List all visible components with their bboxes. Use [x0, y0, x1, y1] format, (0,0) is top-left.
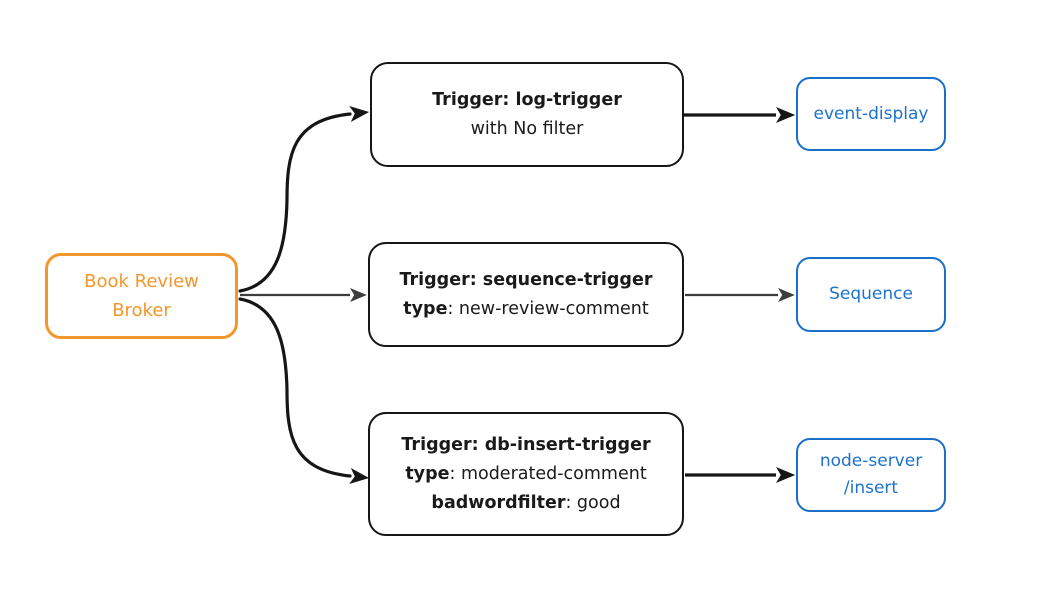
trigger-db-insert-title: Trigger: db-insert-trigger	[401, 434, 651, 455]
node-trigger-log: Trigger: log-trigger with No filter	[370, 62, 684, 167]
sink-sequence-label: Sequence	[829, 284, 913, 304]
broker-label-line1: Book Review	[84, 271, 199, 292]
node-sink-node-server: node-server /insert	[796, 438, 946, 512]
edge-broker-to-log-trigger	[238, 106, 370, 293]
node-trigger-db-insert: Trigger: db-insert-trigger type: moderat…	[368, 412, 684, 536]
sink-node-server-label-line1: node-server	[819, 451, 923, 471]
trigger-log-title: Trigger: log-trigger	[432, 89, 622, 110]
trigger-log-filter: with No filter	[470, 118, 584, 139]
node-broker: Book Review Broker	[45, 253, 238, 339]
node-sink-event-display: event-display	[796, 77, 946, 151]
edge-broker-to-db-insert-trigger	[238, 297, 370, 484]
sink-node-server-label-line2: /insert	[843, 478, 899, 498]
sink-event-display-label: event-display	[813, 103, 929, 124]
trigger-db-insert-badwordfilter: badwordfilter: good	[431, 492, 621, 513]
node-trigger-sequence: Trigger: sequence-trigger type: new-revi…	[368, 242, 684, 347]
trigger-sequence-title: Trigger: sequence-trigger	[399, 269, 653, 290]
trigger-db-insert-type: type: moderated-comment	[405, 463, 647, 484]
broker-label-line2: Broker	[112, 300, 171, 321]
trigger-sequence-type: type: new-review-comment	[403, 298, 649, 319]
node-sink-sequence: Sequence	[796, 257, 946, 332]
